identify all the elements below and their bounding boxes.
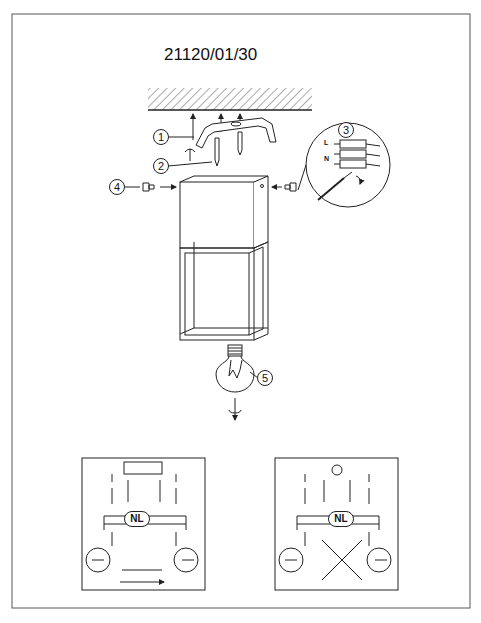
detail-panel [82, 458, 205, 590]
detail-panel [275, 458, 398, 590]
node-text: NL [334, 514, 347, 524]
node-text: 4 [114, 182, 120, 193]
model-number: 21120/01/30 [164, 46, 257, 63]
ceiling [148, 88, 312, 110]
node-text: 5 [262, 373, 268, 384]
label-oval: NL [124, 511, 149, 527]
node-text: 2 [158, 161, 164, 172]
node-text: NL [130, 514, 143, 524]
mounting-bracket [196, 118, 276, 148]
node-text: 1 [158, 132, 164, 143]
lamp-housing [180, 182, 254, 248]
callout-number: 4 [109, 179, 125, 195]
light-bulb [216, 345, 254, 392]
cube-frame [180, 242, 268, 340]
callout-number: 1 [153, 129, 169, 145]
terminal-label: L [324, 139, 328, 146]
callout-number: 2 [153, 158, 169, 174]
terminal-label: N [324, 155, 329, 162]
callout-number: 5 [257, 370, 273, 386]
label-oval: NL [328, 511, 353, 527]
callout-number: 3 [338, 122, 354, 138]
node-text: 3 [343, 125, 349, 136]
wiring-inset [306, 123, 390, 207]
